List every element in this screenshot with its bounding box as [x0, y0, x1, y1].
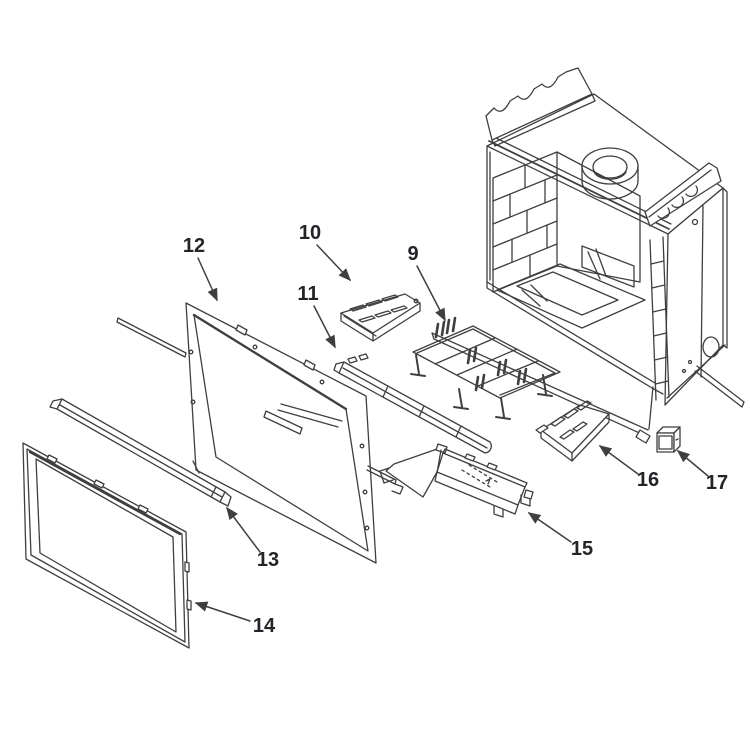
louvered-plate-16	[535, 400, 610, 462]
burner-clips	[434, 316, 528, 392]
part-label-15: 15	[571, 538, 593, 560]
flue-collar	[581, 147, 639, 200]
part-label-9: 9	[407, 243, 418, 265]
leader-arrows	[194, 244, 709, 622]
segmented-bar-11	[333, 353, 492, 454]
tray-assembly-15	[379, 443, 534, 518]
louvered-plate-10	[340, 293, 421, 342]
part-label-10: 10	[299, 222, 321, 244]
part-label-16: 16	[637, 469, 659, 491]
glass-door-14	[22, 442, 192, 649]
interior-floor	[496, 263, 646, 329]
tray-pan	[436, 452, 526, 506]
burner-rack-assembly	[410, 316, 561, 420]
door-glass-pane	[35, 458, 177, 633]
burner-legs	[410, 354, 553, 420]
frame-bracket	[263, 403, 343, 435]
part-labels: 9 10 11 12 13 14 15 16 17	[183, 222, 728, 637]
trim-bar-13	[49, 398, 232, 507]
leader-15	[527, 512, 572, 543]
leader-14	[194, 601, 251, 622]
leader-13	[226, 506, 261, 553]
part-label-11: 11	[297, 283, 318, 305]
diagram-art	[22, 67, 745, 649]
trim-rail-behind-frame	[116, 317, 404, 495]
right-side-panel	[664, 187, 728, 406]
leader-10	[316, 244, 352, 282]
part-label-14: 14	[253, 615, 276, 637]
firebox-front-left-edge	[486, 145, 491, 283]
junction-box-17	[656, 426, 681, 453]
firebox-bottom-edge	[486, 281, 664, 395]
firebox-top-trim	[488, 140, 670, 230]
part-label-13: 13	[257, 549, 279, 571]
part-label-17: 17	[706, 472, 728, 494]
leader-17	[676, 450, 709, 477]
front-right-ladder-strip	[649, 236, 670, 401]
leader-11	[313, 305, 336, 349]
leader-12	[197, 257, 218, 302]
firebox-assembly	[431, 67, 745, 444]
left-baffle	[485, 67, 596, 147]
side-panel-hole	[702, 336, 720, 358]
leader-9	[416, 265, 446, 322]
window-frame-12	[185, 302, 377, 564]
leader-16	[598, 445, 639, 475]
part-label-12: 12	[183, 235, 205, 257]
